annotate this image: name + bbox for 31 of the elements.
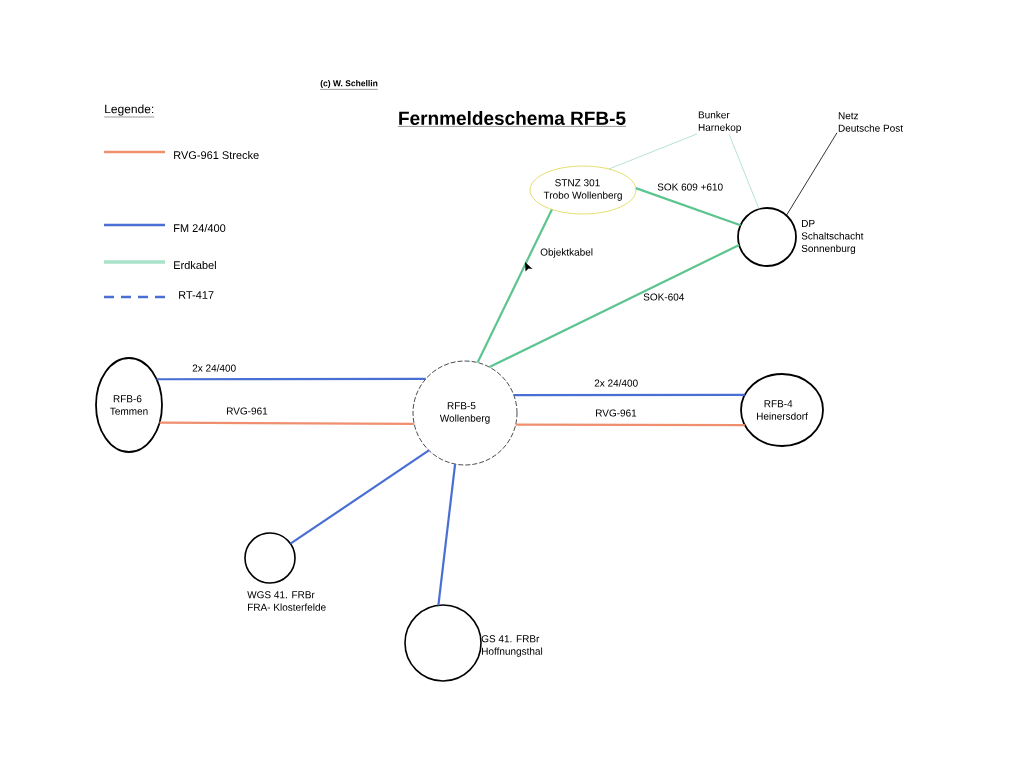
legend-label: RT-417 [179,291,214,299]
edge-label: 2x 24/400 [192,364,236,372]
station-caption: GS 41. FRBr Hoffnungsthal [481,635,543,657]
cable-line [156,377,426,381]
cable-line [488,244,740,369]
cable-line [289,449,430,545]
cable-line [513,393,745,397]
edge-label: 2x 24/400 [594,379,638,387]
cable-line [728,133,760,210]
cable-line [786,132,838,216]
legend-label: FM 24/400 [174,223,226,233]
edge-label: RVG-961 [227,407,268,415]
station-caption: WGS 41. FRBr FRA- Klosterfelde [247,591,326,611]
cable-line [437,463,457,606]
edge-label: SOK-604 [643,293,685,301]
cable-line [159,421,415,425]
edge-label: Objektkabel [540,248,593,258]
cable-line [515,423,745,427]
station-caption: DP Schaltschacht Sonnenburg [801,220,864,254]
site-label: Netz Deutsche Post [838,112,903,132]
diagram-title: Fernmeldeschema RFB-5 [397,111,627,127]
edge-label: SOK 609 +610 [657,183,723,191]
site-label: Bunker Harnekop [698,111,741,133]
edge-label: RVG-961 [596,409,637,417]
cable-line [635,187,741,227]
copyright-note: (c) W. Schellin [320,80,379,90]
legend-heading: Legende: [104,104,155,118]
cable-line [476,208,553,364]
legend-label: RVG-961 Strecke [174,150,259,160]
legend-label: Erdkabel [174,260,216,270]
cable-line [608,133,698,170]
